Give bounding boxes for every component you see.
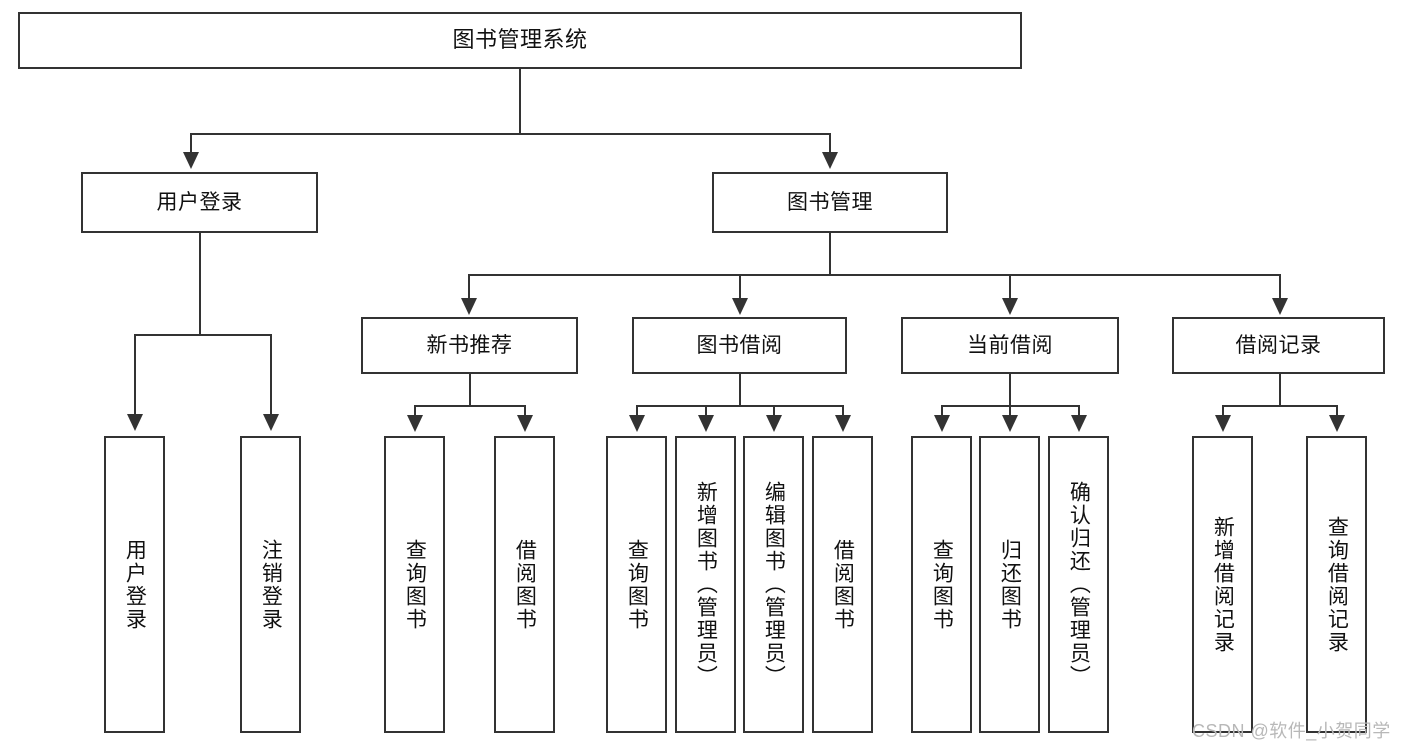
edge-book-borrow-child-3 bbox=[773, 405, 775, 418]
node-label: 用户登录 bbox=[156, 190, 243, 214]
edge-current-borrow-child-2 bbox=[1009, 405, 1011, 418]
node-leaf-user-login[interactable]: 用户登录 bbox=[104, 436, 165, 733]
arrow-borrow-record-child-1 bbox=[1215, 415, 1231, 432]
node-label: 用户登录 bbox=[123, 538, 147, 631]
edge-new-book-child-2 bbox=[524, 405, 526, 418]
edge-book-borrow-stem bbox=[739, 374, 741, 406]
node-label: 图书借阅 bbox=[696, 333, 783, 357]
edge-new-book-child-1 bbox=[414, 405, 416, 418]
edge-to-book-management bbox=[829, 133, 831, 155]
arrow-current-borrow-child-2 bbox=[1002, 415, 1018, 432]
edge-new-book-stem bbox=[469, 374, 471, 406]
edge-current-borrow-child-1 bbox=[941, 405, 943, 418]
csdn-watermark: CSDN @软件_小贺同学 bbox=[1192, 721, 1391, 741]
node-borrow-record[interactable]: 借阅记录 bbox=[1172, 317, 1385, 374]
node-label: 查询图书 bbox=[930, 538, 954, 631]
node-leaf-edit-book-admin[interactable]: 编辑图书（管理员） bbox=[743, 436, 804, 733]
arrow-to-book-management bbox=[822, 152, 838, 169]
arrow-book-borrow-child-3 bbox=[766, 415, 782, 432]
arrow-to-book-borrow bbox=[732, 298, 748, 315]
arrow-book-borrow-child-4 bbox=[835, 415, 851, 432]
arrow-new-book-child-2 bbox=[517, 415, 533, 432]
arrow-new-book-child-1 bbox=[407, 415, 423, 432]
node-label: 确认归还（管理员） bbox=[1067, 481, 1091, 688]
edge-borrow-record-stem bbox=[1279, 374, 1281, 406]
edge-to-user-login bbox=[190, 133, 192, 155]
edge-borrow-record-bar bbox=[1222, 405, 1337, 407]
node-leaf-add-book-admin[interactable]: 新增图书（管理员） bbox=[675, 436, 736, 733]
node-label: 编辑图书（管理员） bbox=[762, 481, 786, 688]
node-book-management[interactable]: 图书管理 bbox=[712, 172, 948, 233]
edge-user-login-bar bbox=[134, 334, 271, 336]
node-label: 查询图书 bbox=[625, 538, 649, 631]
arrow-current-borrow-child-3 bbox=[1071, 415, 1087, 432]
node-label: 查询图书 bbox=[403, 538, 427, 631]
node-root-book-management-system[interactable]: 图书管理系统 bbox=[18, 12, 1022, 69]
edge-book-borrow-bar bbox=[636, 405, 844, 407]
edge-book-borrow-child-1 bbox=[636, 405, 638, 418]
node-label: 新增借阅记录 bbox=[1211, 515, 1235, 654]
arrow-borrow-record-child-2 bbox=[1329, 415, 1345, 432]
arrow-to-borrow-record bbox=[1272, 298, 1288, 315]
edge-root-stem bbox=[519, 69, 521, 134]
edge-user-login-child-1 bbox=[134, 334, 136, 416]
arrow-to-current-borrow bbox=[1002, 298, 1018, 315]
arrow-to-new-book-recommend bbox=[461, 298, 477, 315]
edge-current-borrow-child-3 bbox=[1078, 405, 1080, 418]
node-label: 借阅图书 bbox=[831, 538, 855, 631]
edge-book-borrow-child-2 bbox=[705, 405, 707, 418]
node-label: 图书管理 bbox=[787, 190, 873, 214]
edge-to-new-book-recommend bbox=[468, 274, 470, 300]
node-label: 归还图书 bbox=[998, 538, 1022, 631]
edge-new-book-bar bbox=[414, 405, 525, 407]
edge-to-current-borrow bbox=[1009, 274, 1011, 300]
node-leaf-query-book-borrow[interactable]: 查询图书 bbox=[606, 436, 667, 733]
edge-book-borrow-child-4 bbox=[842, 405, 844, 418]
node-label: 借阅记录 bbox=[1235, 333, 1322, 357]
node-book-borrow[interactable]: 图书借阅 bbox=[632, 317, 847, 374]
node-label: 当前借阅 bbox=[967, 333, 1053, 357]
node-label: 新书推荐 bbox=[426, 333, 513, 357]
node-label: 图书管理系统 bbox=[452, 27, 588, 53]
arrow-current-borrow-child-1 bbox=[934, 415, 950, 432]
node-leaf-query-book-current[interactable]: 查询图书 bbox=[911, 436, 972, 733]
edge-borrow-record-child-2 bbox=[1336, 405, 1338, 418]
edge-current-borrow-stem bbox=[1009, 374, 1011, 406]
node-leaf-add-borrow-record[interactable]: 新增借阅记录 bbox=[1192, 436, 1253, 733]
node-leaf-return-book[interactable]: 归还图书 bbox=[979, 436, 1040, 733]
node-label: 新增图书（管理员） bbox=[694, 481, 718, 688]
node-leaf-query-book-recommend[interactable]: 查询图书 bbox=[384, 436, 445, 733]
node-user-login[interactable]: 用户登录 bbox=[81, 172, 318, 233]
node-label: 查询借阅记录 bbox=[1325, 515, 1349, 654]
edge-user-login-stem bbox=[199, 233, 201, 335]
arrow-to-user-login bbox=[183, 152, 199, 169]
node-label: 注销登录 bbox=[259, 538, 283, 631]
edge-book-management-stem bbox=[829, 233, 831, 275]
node-leaf-query-borrow-record[interactable]: 查询借阅记录 bbox=[1306, 436, 1367, 733]
arrow-book-borrow-child-2 bbox=[698, 415, 714, 432]
edge-user-login-child-2 bbox=[270, 334, 272, 416]
edge-to-borrow-record bbox=[1279, 274, 1281, 300]
edge-root-bar bbox=[190, 133, 831, 135]
node-leaf-confirm-return-admin[interactable]: 确认归还（管理员） bbox=[1048, 436, 1109, 733]
edge-borrow-record-child-1 bbox=[1222, 405, 1224, 418]
node-current-borrow[interactable]: 当前借阅 bbox=[901, 317, 1119, 374]
node-new-book-recommend[interactable]: 新书推荐 bbox=[361, 317, 578, 374]
edge-book-management-bar bbox=[468, 274, 1280, 276]
node-leaf-logout[interactable]: 注销登录 bbox=[240, 436, 301, 733]
node-label: 借阅图书 bbox=[513, 538, 537, 631]
arrow-user-login-child-1 bbox=[127, 414, 143, 431]
arrow-user-login-child-2 bbox=[263, 414, 279, 431]
arrow-book-borrow-child-1 bbox=[629, 415, 645, 432]
node-leaf-borrow-book-recommend[interactable]: 借阅图书 bbox=[494, 436, 555, 733]
node-leaf-borrow-book[interactable]: 借阅图书 bbox=[812, 436, 873, 733]
edge-to-book-borrow bbox=[739, 274, 741, 300]
